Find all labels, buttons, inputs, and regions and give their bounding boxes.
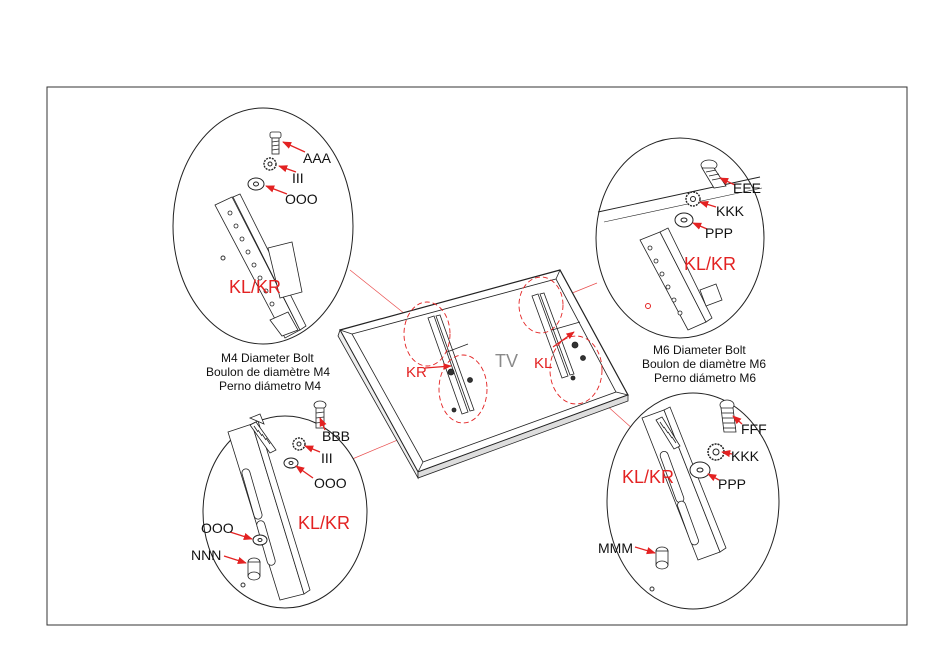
part-label-ooo: OOO — [285, 191, 318, 207]
caption-m6-en: M6 Diameter Bolt — [653, 343, 746, 357]
caption-m4-en: M4 Diameter Bolt — [221, 351, 314, 365]
caption-m6: M6 Diameter Bolt Boulon de diamètre M6 P… — [642, 343, 766, 385]
bracket-label-kl-kr-bottom-left: KL/KR — [298, 513, 350, 533]
bracket-label-kl-kr-bottom-right: KL/KR — [622, 467, 674, 487]
tv-bracket-label-kr: KR — [406, 364, 427, 381]
part-label-kkk-bottom: KKK — [731, 448, 760, 464]
part-label-ooo-bottom: OOO — [314, 475, 347, 491]
caption-m4: M4 Diameter Bolt Boulon de diamètre M4 P… — [206, 351, 330, 393]
part-label-fff: FFF — [741, 421, 767, 437]
part-label-ppp-bottom: PPP — [718, 476, 746, 492]
detail-top-right: EEE KKK PPP KL/KR — [596, 138, 764, 338]
part-label-iii-bottom: III — [321, 450, 333, 466]
part-label-ppp: PPP — [705, 225, 733, 241]
caption-m4-fr: Boulon de diamètre M4 — [206, 365, 330, 379]
bracket-label-kl-kr-top-right: KL/KR — [684, 254, 736, 274]
part-label-kkk: KKK — [716, 203, 745, 219]
part-label-iii: III — [292, 170, 304, 186]
caption-m6-fr: Boulon de diamètre M6 — [642, 357, 766, 371]
caption-m6-es: Perno diámetro M6 — [654, 371, 756, 385]
part-label-bbb: BBB — [322, 428, 350, 444]
caption-m4-es: Perno diámetro M4 — [219, 379, 321, 393]
part-label-aaa: AAA — [303, 150, 332, 166]
detail-top-left: AAA III OOO KL/KR — [173, 108, 353, 344]
spacer-label-nnn: NNN — [191, 547, 221, 563]
spacer-label-mmm: MMM — [598, 540, 633, 556]
tv-bracket-label-kl: KL — [534, 355, 552, 372]
part-label-eee: EEE — [733, 180, 761, 196]
bracket-label-kl-kr: KL/KR — [229, 277, 281, 297]
spacer-label-ooo: OOO — [201, 520, 234, 536]
detail-bottom-right: FFF KKK PPP KL/KR MMM — [598, 393, 779, 609]
tv-label: TV — [495, 351, 518, 371]
detail-bottom-left: BBB III OOO KL/KR OOO NNN — [191, 401, 367, 608]
